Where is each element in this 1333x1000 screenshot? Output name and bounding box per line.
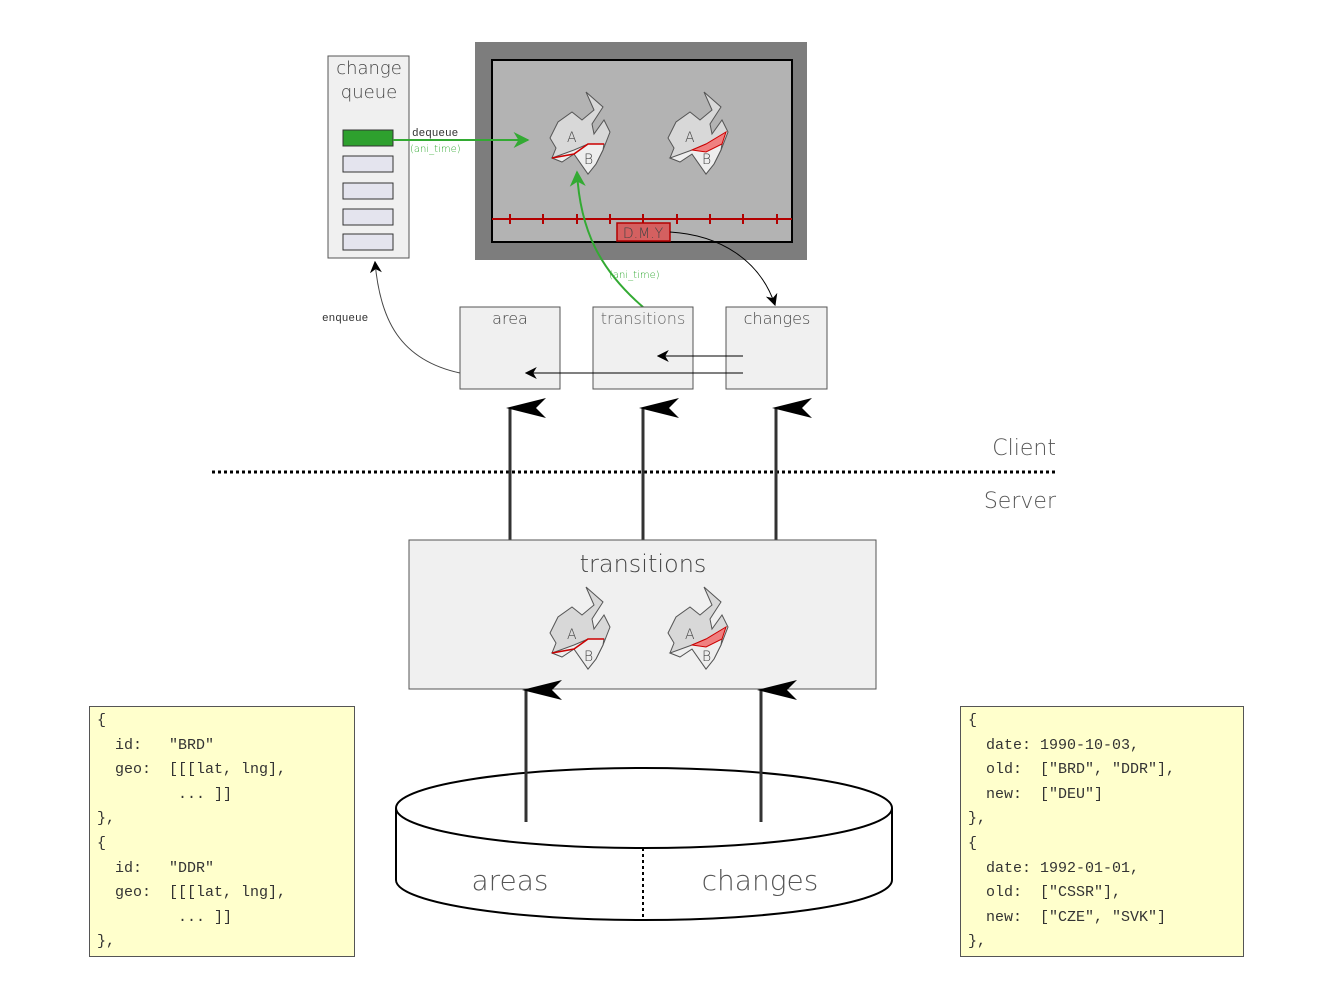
changes-json-code: { date: 1990-10-03, old: ["BRD", "DDR"],… bbox=[968, 712, 1176, 951]
server-label: Server bbox=[984, 489, 1057, 514]
db-areas-label: areas bbox=[471, 864, 548, 897]
enqueue-arrow: enqueue bbox=[322, 260, 461, 374]
ani-time-arrow: (ani_time) bbox=[569, 170, 660, 308]
map-label-b: B bbox=[584, 152, 593, 168]
client-box-area-label: area bbox=[492, 309, 528, 328]
server-map-before: A B bbox=[549, 586, 611, 670]
areas-json-box: { id: "BRD" geo: [[[lat, lng], ... ]] },… bbox=[89, 706, 355, 957]
map-label-b: B bbox=[702, 649, 711, 665]
queue-slot bbox=[342, 155, 394, 173]
queue-slot bbox=[342, 233, 394, 251]
date-to-changes-arrow bbox=[669, 231, 778, 307]
enqueue-label: enqueue bbox=[322, 313, 368, 325]
server-transitions-box: transitions A B A B bbox=[408, 539, 877, 690]
map-screen: A B A B D.M.Y bbox=[475, 42, 807, 260]
queue-slot-active bbox=[342, 129, 394, 147]
client-box-changes: changes bbox=[725, 306, 828, 390]
timeline: D.M.Y bbox=[492, 214, 792, 242]
server-map-after: A B bbox=[667, 586, 729, 670]
queue-slot bbox=[342, 208, 394, 226]
map-label-a: A bbox=[567, 627, 577, 643]
ani-time-label: (ani_time) bbox=[609, 270, 660, 281]
map-label-a: A bbox=[567, 130, 577, 146]
dequeue-label: dequeue bbox=[412, 128, 458, 140]
queue-slot bbox=[342, 182, 394, 200]
dequeue-ani-time-label: (ani_time) bbox=[410, 144, 461, 155]
client-box-transitions-label: transitions bbox=[601, 309, 686, 328]
dequeue-arrow: dequeue (ani_time) bbox=[393, 128, 530, 155]
map-label-b: B bbox=[702, 152, 711, 168]
client-box-transitions: transitions bbox=[592, 306, 694, 390]
server-transitions-label: transitions bbox=[580, 550, 707, 578]
change-queue: change queue bbox=[327, 55, 410, 259]
map-label-a: A bbox=[685, 130, 695, 146]
change-queue-title-1: change bbox=[336, 58, 402, 79]
client-box-changes-label: changes bbox=[744, 309, 811, 328]
changes-json-box: { date: 1990-10-03, old: ["BRD", "DDR"],… bbox=[960, 706, 1244, 957]
database: areas changes bbox=[395, 767, 893, 921]
db-changes-label: changes bbox=[702, 864, 819, 897]
timeline-date-label: D.M.Y bbox=[623, 226, 664, 242]
client-label: Client bbox=[992, 436, 1056, 461]
map-label-b: B bbox=[584, 649, 593, 665]
map-label-a: A bbox=[685, 627, 695, 643]
change-queue-title-2: queue bbox=[341, 82, 397, 103]
client-box-area: area bbox=[459, 306, 561, 390]
areas-json-code: { id: "BRD" geo: [[[lat, lng], ... ]] },… bbox=[97, 712, 287, 951]
map-before: A B bbox=[549, 91, 611, 175]
map-after: A B bbox=[667, 91, 729, 175]
